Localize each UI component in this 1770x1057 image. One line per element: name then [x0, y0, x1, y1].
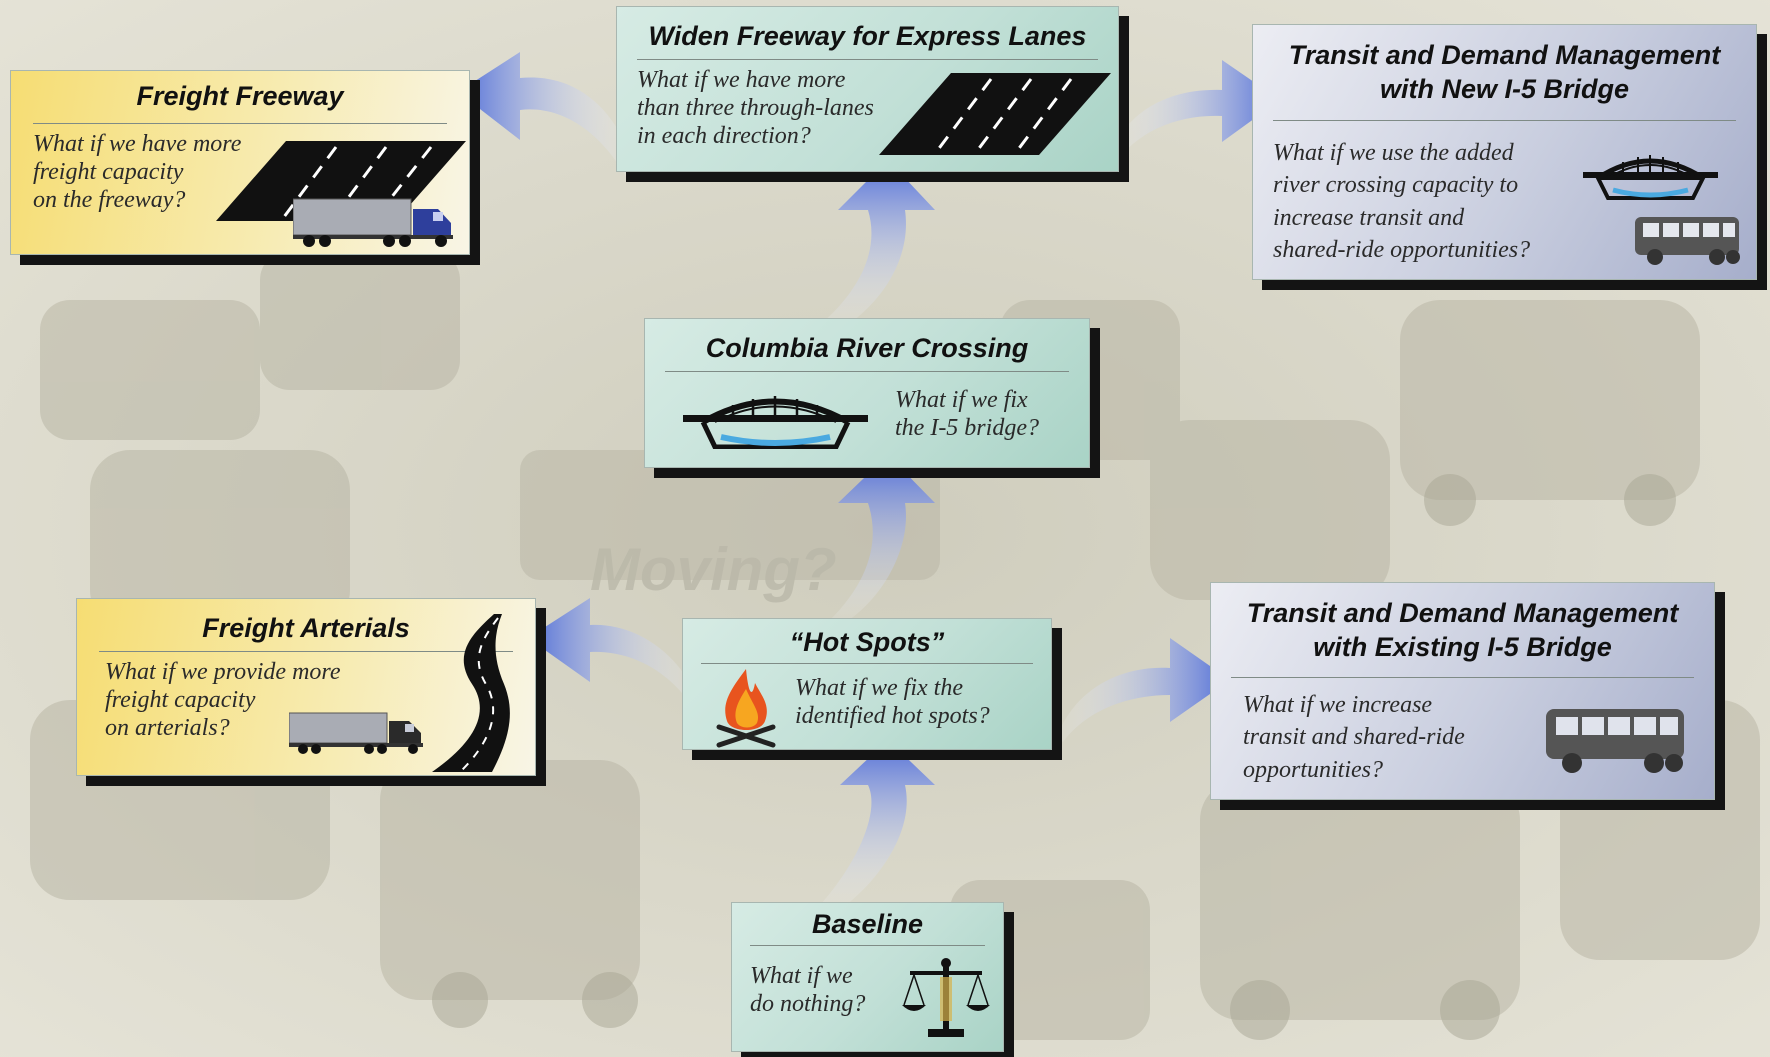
moving-watermark: Moving? — [590, 536, 837, 603]
card-baseline: Baseline What if we do nothing? — [731, 902, 1004, 1052]
card-divider — [1273, 120, 1736, 121]
card-columbia-river-crossing: Columbia River Crossing What if we fix t… — [644, 318, 1090, 468]
bridge-icon — [683, 396, 868, 449]
card-title: “Hot Spots” — [789, 627, 945, 657]
card-divider — [665, 371, 1069, 372]
card-divider — [33, 123, 447, 124]
card-freight-arterials: Freight Arterials What if we provide mor… — [76, 598, 536, 776]
card-hot-spots: “Hot Spots” What if we fix the identifie… — [682, 618, 1052, 750]
card-title: Baseline — [811, 909, 924, 939]
bus-icon — [1546, 709, 1684, 773]
truck-icon — [293, 198, 453, 247]
card-title: Transit and Demand Management with Exist… — [1246, 598, 1679, 662]
campfire-icon — [716, 669, 776, 748]
card-title: Widen Freeway for Express Lanes — [648, 21, 1087, 51]
card-widen-freeway: Widen Freeway for Express Lanes What if … — [616, 6, 1119, 172]
card-divider — [1231, 677, 1694, 678]
arrow-widen-to-freight-freeway — [458, 52, 635, 180]
arrow-hotspots-to-transit-existing — [1058, 638, 1230, 742]
winding-road-icon — [432, 614, 510, 772]
card-question: What if we fix the identified hot spots? — [795, 675, 990, 729]
card-divider — [701, 663, 1033, 664]
arrow-baseline-to-hotspots — [820, 740, 935, 910]
arrow-hotspots-to-columbia — [830, 455, 935, 622]
card-question: What if we do nothing? — [750, 963, 866, 1017]
card-title: Freight Freeway — [136, 81, 344, 111]
truck-icon — [289, 712, 423, 754]
card-question: What if we fix the I-5 bridge? — [895, 387, 1039, 441]
freeway-lanes-icon — [879, 73, 1111, 155]
card-question: What if we increase transit and shared-r… — [1243, 692, 1465, 783]
card-question: What if we provide more freight capacity… — [105, 659, 341, 741]
arrow-hotspots-to-freight-arterials — [528, 598, 700, 712]
card-divider — [99, 651, 513, 652]
card-freight-freeway: Freight Freeway What if we have more fre… — [10, 70, 470, 255]
bridge-icon — [1583, 155, 1718, 200]
card-question: What if we have more freight capacity on… — [33, 131, 242, 213]
bus-icon — [1635, 217, 1740, 265]
balance-scale-icon — [902, 958, 990, 1037]
card-title: Columbia River Crossing — [705, 333, 1029, 363]
card-title: Transit and Demand Management with New I… — [1288, 40, 1721, 104]
card-transit-existing-bridge: Transit and Demand Management with Exist… — [1210, 582, 1715, 800]
card-question: What if we use the added river crossing … — [1273, 140, 1531, 264]
card-divider — [750, 945, 985, 946]
card-question: What if we have more than three through-… — [637, 67, 874, 149]
card-divider — [637, 59, 1098, 60]
arrow-widen-to-transit-new-bridge — [1112, 60, 1280, 160]
card-title: Freight Arterials — [202, 613, 410, 643]
arrow-columbia-to-widen — [820, 160, 935, 330]
card-transit-new-bridge: Transit and Demand Management with New I… — [1252, 24, 1757, 280]
